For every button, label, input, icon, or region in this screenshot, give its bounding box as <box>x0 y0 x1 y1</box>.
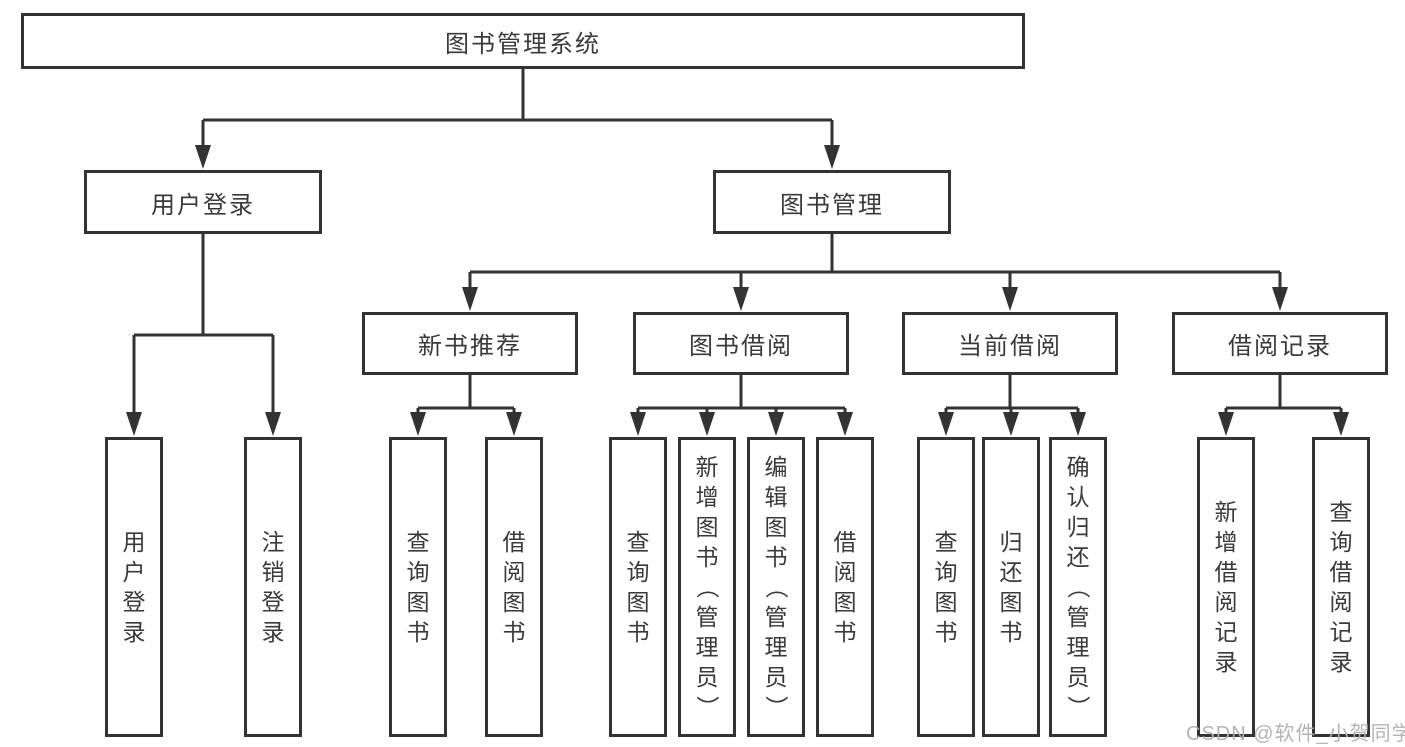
arrow-down-icon <box>768 412 784 436</box>
arrow-down-icon <box>1002 287 1018 311</box>
arrow-down-icon <box>410 412 426 436</box>
leaf-borrow-query-books: 查询图书 <box>609 437 667 737</box>
leaf-borrow-borrow-books: 借阅图书 <box>816 437 874 737</box>
node-book-borrow: 图书借阅 <box>633 312 849 375</box>
node-new-book-recommend: 新书推荐 <box>362 312 578 375</box>
arrow-down-icon <box>699 412 715 436</box>
connector-recommend-subtree <box>416 375 516 414</box>
node-borrow-records: 借阅记录 <box>1172 312 1388 375</box>
leaf-current-confirm-return: 确认归还（管理员） <box>1049 437 1107 737</box>
arrow-down-icon <box>1218 412 1234 436</box>
arrowheads <box>126 145 1349 436</box>
leaf-records-add-record: 新增借阅记录 <box>1197 437 1255 737</box>
arrow-down-icon <box>837 412 853 436</box>
arrow-down-icon <box>195 145 211 169</box>
arrow-down-icon <box>462 287 478 311</box>
leaf-recommend-borrow-books: 借阅图书 <box>485 437 543 737</box>
arrow-down-icon <box>938 412 954 436</box>
arrow-down-icon <box>265 412 281 436</box>
arrow-down-icon <box>1003 412 1019 436</box>
arrow-down-icon <box>1333 412 1349 436</box>
arrow-down-icon <box>733 287 749 311</box>
leaf-recommend-query-books: 查询图书 <box>389 437 447 737</box>
arrow-down-icon <box>1272 287 1288 311</box>
connector-current-subtree <box>944 375 1080 414</box>
arrow-down-icon <box>630 412 646 436</box>
leaf-records-query-record: 查询借阅记录 <box>1312 437 1370 737</box>
leaf-logout: 注销登录 <box>244 437 302 737</box>
connector-user-login-subtree <box>132 234 275 415</box>
node-current-borrow: 当前借阅 <box>902 312 1118 375</box>
arrow-down-icon <box>824 145 840 169</box>
connector-book-management-subtree <box>468 234 1282 290</box>
watermark: CSDN @软件_小贺同学 <box>1186 723 1405 745</box>
arrow-down-icon <box>1070 412 1086 436</box>
connector-records-subtree <box>1224 375 1343 414</box>
arrow-down-icon <box>126 412 142 436</box>
leaf-current-query-books: 查询图书 <box>917 437 975 737</box>
leaf-current-return-books: 归还图书 <box>982 437 1040 737</box>
connector-borrow-subtree <box>636 375 847 414</box>
node-user-login: 用户登录 <box>84 170 322 234</box>
connector-root-to-level2 <box>201 69 834 148</box>
node-root: 图书管理系统 <box>21 13 1025 69</box>
leaf-borrow-add-books: 新增图书（管理员） <box>678 437 736 737</box>
leaf-borrow-edit-books: 编辑图书（管理员） <box>747 437 805 737</box>
connector-paths <box>132 69 1343 415</box>
leaf-user-login: 用户登录 <box>105 437 163 737</box>
node-book-management: 图书管理 <box>713 170 951 234</box>
arrow-down-icon <box>506 412 522 436</box>
